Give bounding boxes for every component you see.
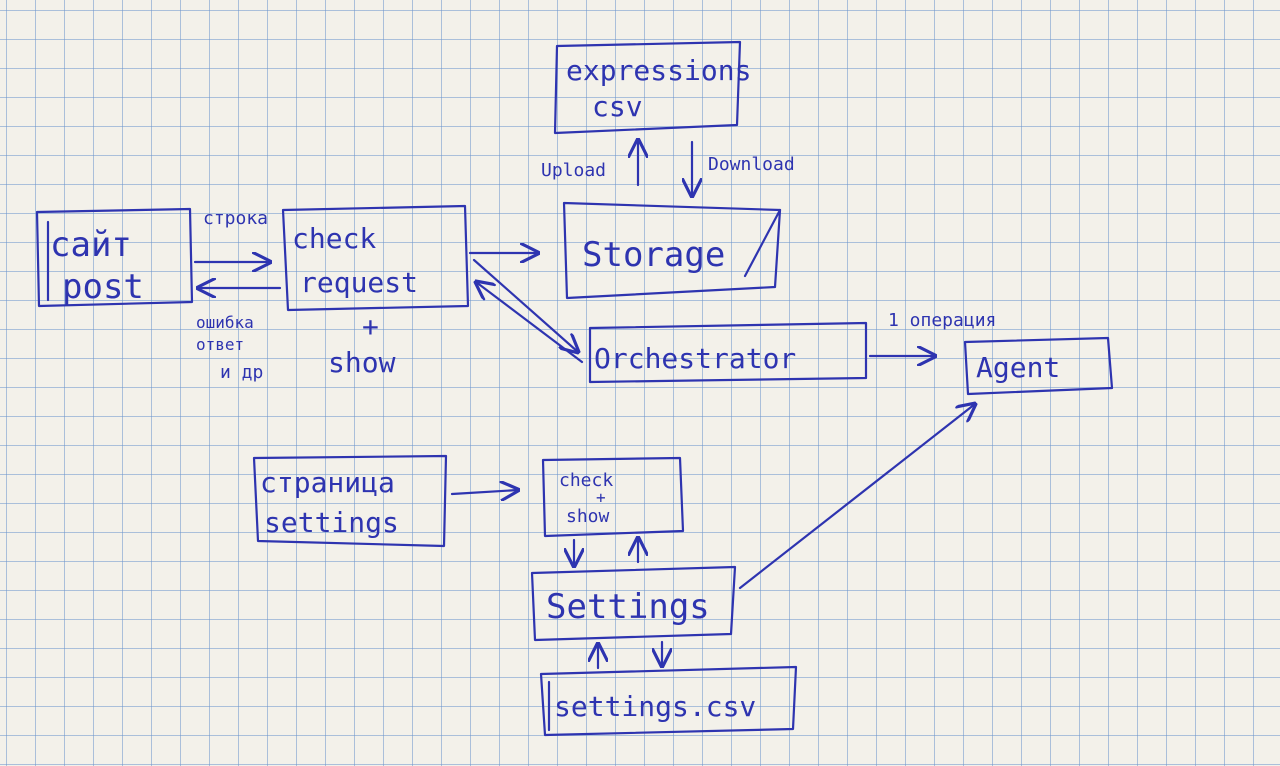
check-request-node: check request + show: [281, 204, 470, 379]
site-label: сайт: [50, 225, 132, 265]
upload-label: Upload: [541, 160, 606, 181]
settings-label: Settings: [546, 587, 710, 627]
check-to-orchestrator-arrow: [472, 258, 578, 352]
expressions-csv-node: expressions csv: [553, 40, 751, 135]
check-to-site-arrow: ошибка ответ и др: [196, 288, 282, 383]
settings-page-to-check-arrow: [450, 490, 518, 494]
upload-arrow: Upload: [541, 140, 638, 187]
orchestrator-to-check-arrow: [476, 282, 584, 364]
check-show-line1: check: [559, 470, 613, 491]
site-to-check-arrow: строка: [193, 208, 270, 262]
check-show-plus: +: [596, 488, 606, 507]
orchestrator-node: Orchestrator: [588, 321, 868, 384]
settings-page-line2: settings: [264, 506, 399, 539]
check-show-line2: show: [566, 506, 610, 527]
agent-node: Agent: [963, 336, 1114, 396]
request-label: request: [300, 266, 418, 299]
site-post-node: сайт post: [35, 207, 194, 308]
csv-label: csv: [592, 90, 643, 123]
edge-label-answer: ответ: [196, 335, 244, 354]
download-label: Download: [708, 154, 795, 175]
settings-csv-label: settings.csv: [554, 690, 756, 723]
orchestrator-label: Orchestrator: [594, 342, 796, 375]
expressions-label: expressions: [566, 54, 751, 87]
edge-label-string: строка: [203, 208, 268, 229]
download-arrow: Download: [692, 140, 795, 196]
plus-label: +: [362, 310, 379, 343]
agent-label: Agent: [976, 351, 1060, 384]
edge-label-error: ошибка: [196, 313, 254, 332]
settings-csv-node: settings.csv: [539, 665, 798, 737]
orchestrator-to-agent-arrow: 1 операция: [868, 310, 996, 356]
check-show-node: check + show: [541, 456, 685, 538]
one-operation-label: 1 операция: [888, 310, 996, 331]
show-label: show: [328, 346, 396, 379]
settings-page-node: страница settings: [252, 454, 448, 548]
edge-label-etc: и др: [220, 362, 263, 383]
post-label: post: [62, 267, 144, 307]
storage-node: Storage: [562, 201, 782, 300]
settings-node: Settings: [530, 565, 737, 642]
settings-to-agent-arrow: [738, 404, 975, 590]
settings-page-line1: страница: [260, 466, 395, 499]
check-label: check: [292, 222, 376, 255]
storage-label: Storage: [582, 235, 725, 275]
